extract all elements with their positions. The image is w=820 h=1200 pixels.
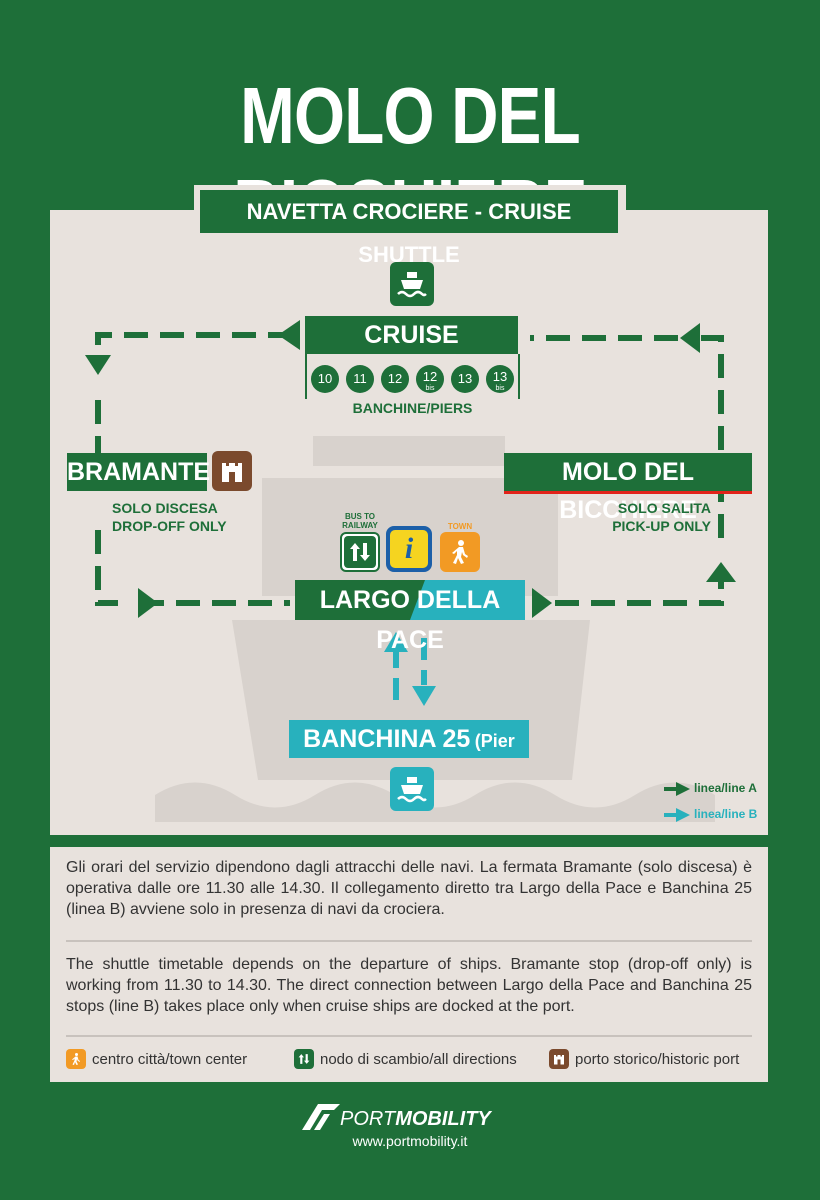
bus-railway-icon: [340, 532, 380, 572]
stop-banchina-25: BANCHINA 25 (Pier 25): [289, 720, 529, 791]
bramante-note-it: SOLO DISCESA: [112, 500, 218, 516]
pier-badge: 11: [346, 365, 374, 393]
town-label: TOWN: [447, 522, 473, 531]
tower-icon: [212, 451, 252, 491]
divider: [66, 940, 752, 942]
pier-badge: 13: [451, 365, 479, 393]
legend-line-a: linea/line A: [694, 781, 757, 795]
ship-icon-pier-25: [390, 767, 434, 811]
info-panel: [50, 847, 768, 1082]
pedestrian-icon: [440, 532, 480, 572]
line-a-arrows: [85, 320, 736, 618]
tower-icon: [549, 1049, 569, 1069]
current-stop-marker: [504, 491, 752, 494]
subtitle: NAVETTA CROCIERE - CRUISE SHUTTLE: [200, 190, 618, 267]
info-text-it: Gli orari del servizio dipendono dagli a…: [66, 859, 752, 918]
bus-railway-icon: [294, 1049, 314, 1069]
line-a-route: [95, 332, 724, 606]
line-b-arrow-down: [412, 686, 436, 706]
divider: [66, 1035, 752, 1037]
line-b-arrow-up: [384, 632, 408, 652]
stop-largo-della-pace-bg: [295, 580, 525, 620]
stop-cruise-terminal: CRUISE TERMINAL: [305, 316, 518, 387]
molo-note-en: PICK-UP ONLY: [612, 518, 711, 534]
piers-label: BANCHINE/PIERS: [305, 399, 520, 417]
legend-town: centro città/town center: [66, 1047, 247, 1071]
info-text-en: The shuttle timetable depends on the dep…: [66, 956, 752, 1015]
pier-badge: 10: [311, 365, 339, 393]
stop-molo-del-bicchiere: MOLO DEL BICCHIERE: [504, 453, 752, 524]
bramante-note-en: DROP-OFF ONLY: [112, 518, 227, 534]
stop-largo-della-pace: LARGO DELLA PACE: [319, 586, 501, 654]
legend-hub: nodo di scambio/all directions: [294, 1047, 517, 1071]
stop-bramante: BRAMANTE: [67, 453, 210, 491]
ship-icon: [390, 262, 434, 306]
legend-line-b: linea/line B: [694, 807, 758, 821]
pier-badge: 12: [381, 365, 409, 393]
legend-port: porto storico/historic port: [549, 1047, 739, 1071]
website-url[interactable]: www.portmobility.it: [352, 1133, 468, 1149]
pedestrian-icon: [66, 1049, 86, 1069]
info-icon: i: [386, 526, 432, 572]
molo-note-it: SOLO SALITA: [617, 500, 711, 516]
brand-name: PORTMOBILITY: [340, 1108, 491, 1130]
portmobility-logo-icon: [302, 1104, 340, 1130]
